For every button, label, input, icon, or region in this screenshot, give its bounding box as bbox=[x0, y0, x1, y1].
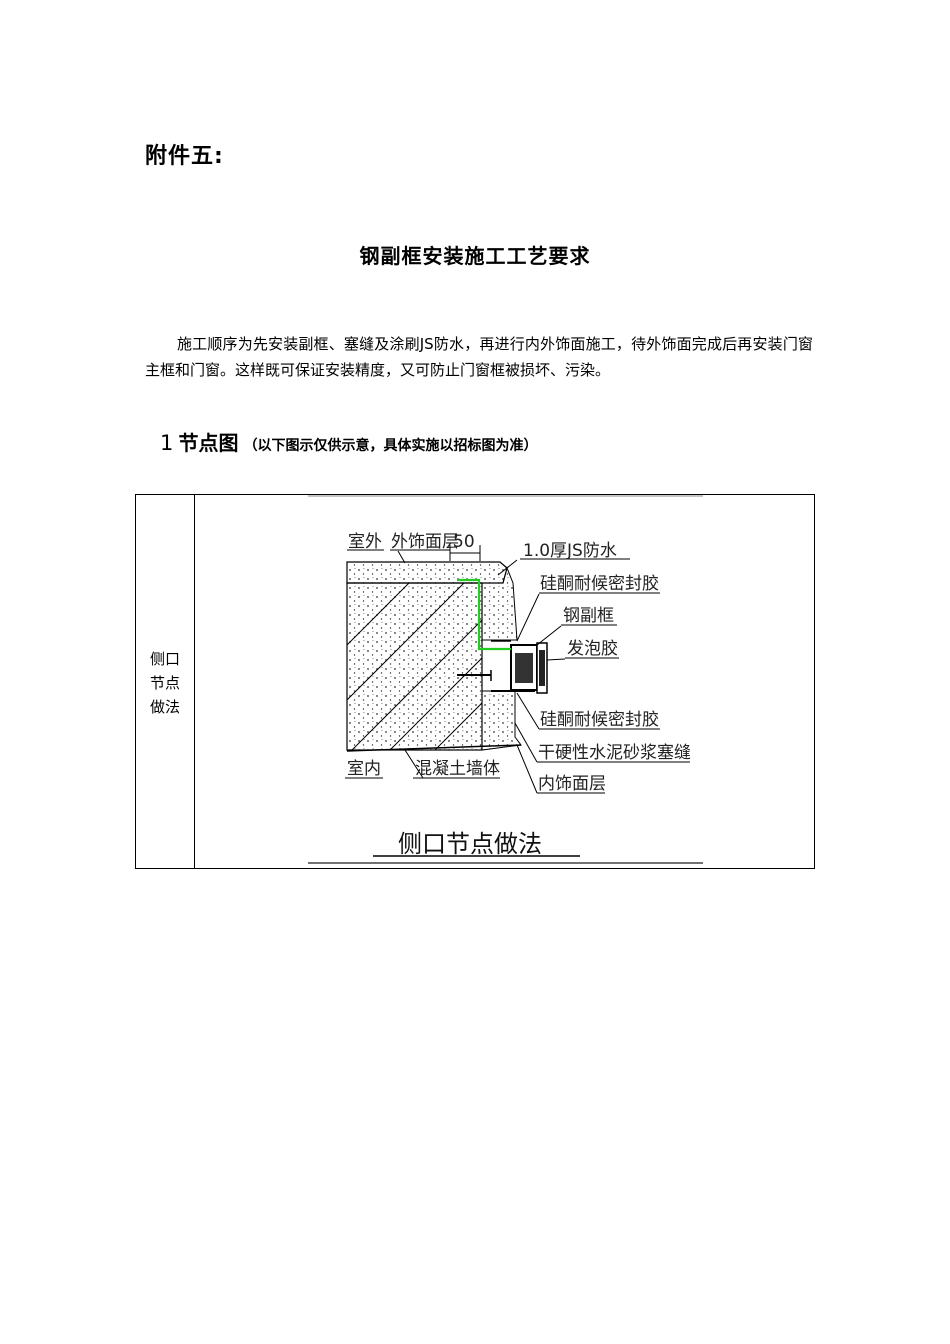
side-node-diagram: 室外 外饰面层 50 1.0厚JS防水 硅酮耐候密封胶 钢副框 发泡胶 硅酮耐候… bbox=[308, 495, 703, 864]
section-heading: 1 节点图 （以下图示仅供示意，具体实施以招标图为准） bbox=[160, 427, 538, 456]
row-label-line-1: 侧口 bbox=[149, 650, 180, 668]
label-foam: 发泡胶 bbox=[567, 639, 618, 659]
section-title: 节点图 bbox=[178, 431, 239, 455]
js-waterproof-line bbox=[457, 578, 511, 651]
label-outer-finish: 外饰面层 bbox=[391, 532, 459, 552]
reveal-plaster bbox=[481, 566, 518, 641]
outer-plaster-layer bbox=[346, 561, 508, 584]
row-label: 侧口 节点 做法 bbox=[136, 647, 194, 719]
row-label-line-2: 节点 bbox=[149, 674, 180, 692]
diagram-caption: 侧口节点做法 bbox=[398, 830, 542, 858]
label-outdoor: 室外 bbox=[348, 532, 382, 552]
document-title: 钢副框安装施工工艺要求 bbox=[359, 244, 591, 268]
label-mortar: 干硬性水泥砂浆塞缝 bbox=[538, 743, 691, 763]
inner-finish-line bbox=[346, 744, 522, 752]
concrete-wall bbox=[346, 582, 483, 751]
intro-paragraph: 施工顺序为先安装副框、塞缝及涂刷JS防水，再进行内外饰面施工，待外饰面完成后再安… bbox=[145, 335, 813, 379]
label-silicone-bottom: 硅酮耐候密封胶 bbox=[540, 710, 659, 730]
label-steel-subframe: 钢副框 bbox=[563, 606, 614, 626]
label-concrete-wall: 混凝土墙体 bbox=[415, 759, 500, 779]
label-indoor: 室内 bbox=[347, 759, 381, 779]
table-divider bbox=[194, 495, 195, 868]
attachment-label: 附件五: bbox=[145, 144, 224, 169]
leader-lines bbox=[397, 550, 566, 794]
label-dim-50: 50 bbox=[453, 532, 475, 552]
node-table: 侧口 节点 做法 bbox=[135, 494, 815, 869]
label-inner-finish: 内饰面层 bbox=[538, 774, 606, 794]
row-label-line-3: 做法 bbox=[149, 698, 180, 716]
section-note: （以下图示仅供示意，具体实施以招标图为准） bbox=[243, 438, 538, 454]
mortar-filler bbox=[481, 690, 522, 751]
label-silicone-top: 硅酮耐候密封胶 bbox=[540, 574, 659, 594]
dimension-50 bbox=[449, 545, 481, 561]
label-js-waterproof: 1.0厚JS防水 bbox=[523, 541, 617, 561]
section-number: 1 bbox=[160, 431, 174, 455]
wall-hatch bbox=[347, 583, 482, 750]
